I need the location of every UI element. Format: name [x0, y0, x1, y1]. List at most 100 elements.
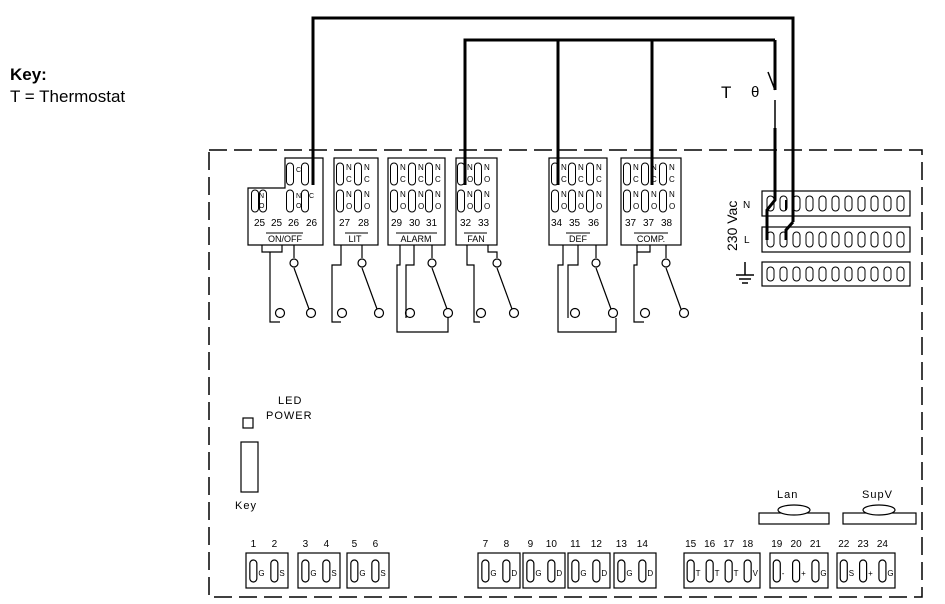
terminal-slot [724, 559, 733, 583]
terminal-block [836, 552, 896, 589]
terminal-slot [779, 266, 788, 282]
terminal-slot [779, 195, 788, 212]
terminal-slot [571, 559, 580, 583]
thermostat-switch [767, 71, 776, 128]
relay-terminal-number: 35 [569, 218, 581, 229]
slot-letter: O [467, 175, 473, 184]
relay-slot [641, 189, 649, 213]
terminal-slot [792, 195, 801, 212]
terminal-number: 3 [303, 539, 309, 550]
slot-letter: N [561, 163, 567, 172]
terminal-slot [883, 195, 892, 212]
relay-terminal-number: 28 [358, 218, 370, 229]
relay-terminal-number: 31 [426, 218, 438, 229]
terminal-slot [811, 559, 820, 583]
terminal-slot [792, 231, 801, 248]
slot-letter: O [633, 202, 639, 211]
relay-slot [568, 162, 576, 186]
terminal-number: 9 [528, 539, 534, 550]
terminal-slot [766, 231, 775, 248]
terminal-slot [883, 231, 892, 248]
slot-letter: O [669, 202, 675, 211]
terminal-letter: D [601, 569, 607, 578]
terminal-number: 16 [704, 539, 716, 550]
slot-letter: N [669, 190, 675, 199]
slot-letter: N [346, 190, 352, 199]
lan-port[interactable] [758, 504, 830, 525]
slot-letter: O [418, 202, 424, 211]
supply-n-label: N [743, 200, 750, 211]
slot-letter: O [484, 202, 490, 211]
terminal-slot [831, 195, 840, 212]
terminal-slot [818, 231, 827, 248]
relay-terminal-number: 30 [409, 218, 421, 229]
key-port-label: Key [235, 500, 257, 512]
terminal-letter: S [849, 569, 854, 578]
slot-letter: O [467, 202, 473, 211]
supply-label: 230 Vac [724, 201, 740, 251]
key-port[interactable] [240, 441, 259, 493]
terminal-slot [766, 195, 775, 212]
terminal-letter: T [715, 569, 720, 578]
terminal-letter: T [696, 569, 701, 578]
relay-terminal-number: 38 [661, 218, 673, 229]
slot-letter: N [259, 193, 264, 200]
relay-terminal-number: 26 [306, 218, 318, 229]
terminal-block [477, 552, 521, 589]
relay-slots [251, 162, 667, 213]
relay-slot [301, 162, 309, 186]
slot-letter: O [484, 175, 490, 184]
slot-letter: C [561, 175, 567, 184]
terminal-slot [766, 266, 775, 282]
external-wires [311, 16, 795, 240]
relay-slot [623, 189, 631, 213]
led-indicator [242, 417, 254, 429]
terminal-slot [592, 559, 601, 583]
terminal-slot [839, 559, 848, 583]
terminal-number: 8 [504, 539, 510, 550]
terminal-letter: D [556, 569, 562, 578]
relay-slot [586, 162, 594, 186]
relay-terminal-number: 37 [625, 218, 637, 229]
terminal-letter: D [647, 569, 653, 578]
relay-slot [659, 162, 667, 186]
terminal-letter: + [868, 569, 873, 578]
slot-letter: C [651, 175, 657, 184]
terminal-letter: S [380, 569, 385, 578]
terminal-number: 17 [723, 539, 735, 550]
supv-port[interactable] [842, 504, 917, 525]
slot-letter: N [467, 190, 473, 199]
terminal-block [567, 552, 611, 589]
terminal-slot [791, 559, 801, 583]
terminal-number: 23 [858, 539, 870, 550]
slot-letter: N [669, 163, 675, 172]
terminal-slot [772, 559, 781, 583]
supply-l-label: L [744, 235, 750, 246]
terminal-slot [883, 266, 892, 282]
terminal-slot [792, 266, 801, 282]
relay-slot [474, 162, 482, 186]
slot-letter: C [596, 175, 602, 184]
slot-letter: N [400, 163, 406, 172]
slot-letter: C [418, 175, 424, 184]
terminal-slot [870, 266, 879, 282]
slot-letter: N [400, 190, 406, 199]
terminal-block [346, 552, 390, 589]
slot-letter: O [435, 202, 441, 211]
terminal-slot [896, 231, 905, 248]
key-legend: Key: T = Thermostat [10, 64, 125, 108]
relay-group-title: DEF [569, 234, 588, 244]
terminal-slot [350, 559, 359, 583]
relay-slot [457, 189, 465, 213]
relay-terminal-number: 37 [643, 218, 655, 229]
slot-letter: O [561, 202, 567, 211]
relay-slot [390, 189, 398, 213]
relay-block-fan [455, 157, 498, 246]
slot-letter: N [418, 163, 424, 172]
terminal-slot [870, 231, 879, 248]
relay-slot [551, 162, 559, 186]
terminal-slot [638, 559, 647, 583]
slot-letter: O [259, 203, 265, 210]
relay-group-title: ALARM [400, 234, 431, 244]
